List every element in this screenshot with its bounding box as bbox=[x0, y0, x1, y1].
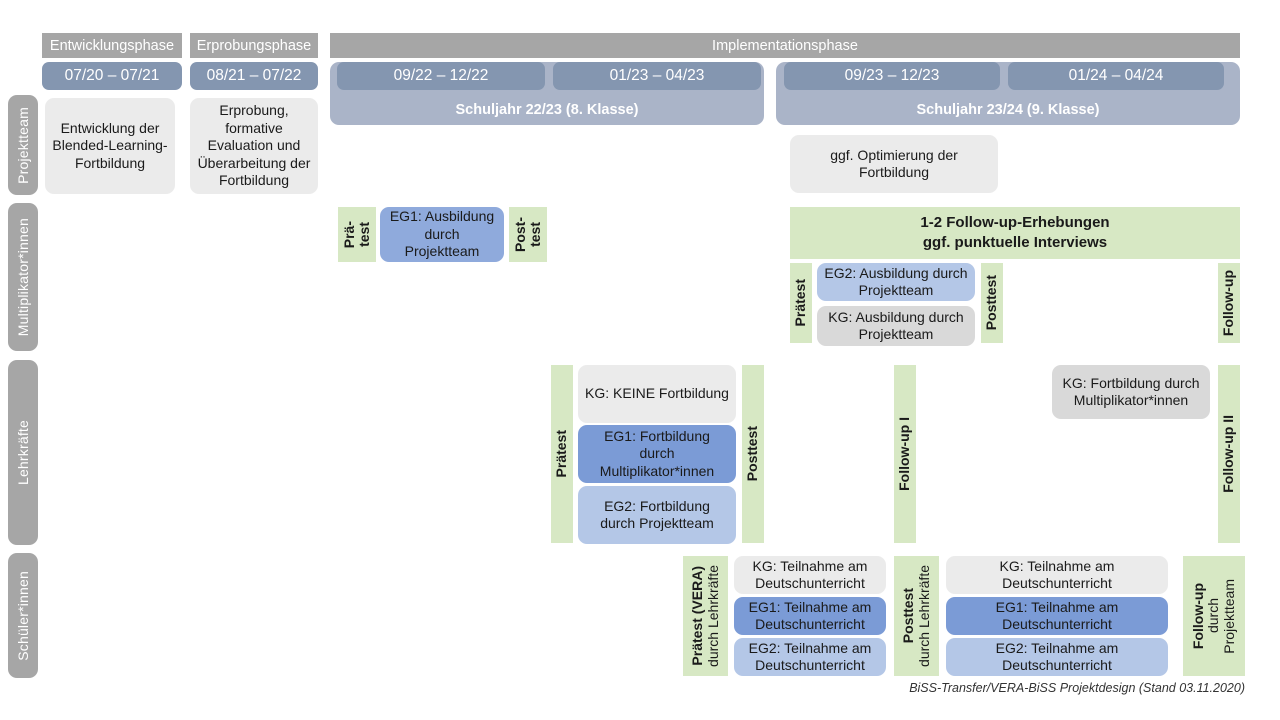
multiplikatoren-praetest2-column: Prätest bbox=[790, 263, 812, 343]
schuelerinnen-eg1-box-1: EG1: Teilnahme am Deutschunterricht bbox=[734, 597, 886, 635]
phase-header-erprobungsphase: Erprobungsphase bbox=[190, 33, 318, 58]
followup-erhebungen-banner: 1-2 Follow-up-Erhebungen ggf. punktuelle… bbox=[790, 207, 1240, 259]
row-label-multiplikatorinnen: Multiplikator*innen bbox=[8, 203, 38, 351]
schuelerinnen-praetest-vera-column: Prätest (VERA) durch Lehrkräfte bbox=[683, 556, 728, 676]
multiplikatoren-followup-column: Follow-up bbox=[1218, 263, 1240, 343]
lehrkraefte-followup1-column: Follow-up I bbox=[894, 365, 916, 543]
period-bar-0124-0424: 01/24 – 04/24 bbox=[1008, 62, 1224, 90]
period-bar-0123-0423: 01/23 – 04/23 bbox=[553, 62, 761, 90]
lehrkraefte-eg1-box: EG1: Fortbildung durch Multiplikator*inn… bbox=[578, 425, 736, 483]
period-bar-0821-0722: 08/21 – 07/22 bbox=[190, 62, 318, 90]
projektteam-optimierung-box: ggf. Optimierung der Fortbildung bbox=[790, 135, 998, 193]
schuelerinnen-eg1-box-2: EG1: Teilnahme am Deutschunterricht bbox=[946, 597, 1168, 635]
schuelerinnen-followup-column: Follow-up durch Projektteam bbox=[1183, 556, 1245, 676]
schuelerinnen-kg-box-2: KG: Teilnahme am Deutschunterricht bbox=[946, 556, 1168, 594]
phase-header-implementationsphase: Implementationsphase bbox=[330, 33, 1240, 58]
period-bar-0720-0721: 07/20 – 07/21 bbox=[42, 62, 182, 90]
multiplikatoren-eg1-box: EG1: Ausbildung durch Projektteam bbox=[380, 207, 504, 262]
period-bar-0923-1223: 09/23 – 12/23 bbox=[784, 62, 1000, 90]
multiplikatoren-posttest2-column: Posttest bbox=[981, 263, 1003, 343]
multiplikatoren-praetest-column: Prä- test bbox=[338, 207, 376, 262]
projektteam-entwicklung-box: Entwicklung der Blended-Learning-Fortbil… bbox=[45, 98, 175, 194]
projektteam-erprobung-box: Erprobung, formative Evaluation und Über… bbox=[190, 98, 318, 194]
lehrkraefte-kg-fortbildung-box: KG: Fortbildung durch Multiplikator*inne… bbox=[1052, 365, 1210, 419]
schuelerinnen-eg2-box-1: EG2: Teilnahme am Deutschunterricht bbox=[734, 638, 886, 676]
period-bar-0922-1222: 09/22 – 12/22 bbox=[337, 62, 545, 90]
multiplikatoren-kg-box: KG: Ausbildung durch Projektteam bbox=[817, 306, 975, 346]
schuelerinnen-eg2-box-2: EG2: Teilnahme am Deutschunterricht bbox=[946, 638, 1168, 676]
lehrkraefte-praetest-column: Prätest bbox=[551, 365, 573, 543]
lehrkraefte-kg-keine-box: KG: KEINE Fortbildung bbox=[578, 365, 736, 423]
row-label-lehrkraefte: Lehrkräfte bbox=[8, 360, 38, 545]
multiplikatoren-posttest-column: Post- test bbox=[509, 207, 547, 262]
schuelerinnen-posttest-column: Posttest durch Lehrkräfte bbox=[894, 556, 939, 676]
footer-credit: BiSS-Transfer/VERA-BiSS Projektdesign (S… bbox=[909, 681, 1245, 695]
multiplikatoren-eg2-box: EG2: Ausbildung durch Projektteam bbox=[817, 263, 975, 301]
row-label-schuelerinnen: Schüler*innen bbox=[8, 553, 38, 678]
lehrkraefte-followup2-column: Follow-up II bbox=[1218, 365, 1240, 543]
lehrkraefte-posttest-column: Posttest bbox=[742, 365, 764, 543]
schuelerinnen-kg-box-1: KG: Teilnahme am Deutschunterricht bbox=[734, 556, 886, 594]
lehrkraefte-eg2-box: EG2: Fortbildung durch Projektteam bbox=[578, 486, 736, 544]
row-label-projektteam: Projektteam bbox=[8, 95, 38, 195]
phase-header-entwicklungsphase: Entwicklungsphase bbox=[42, 33, 182, 58]
